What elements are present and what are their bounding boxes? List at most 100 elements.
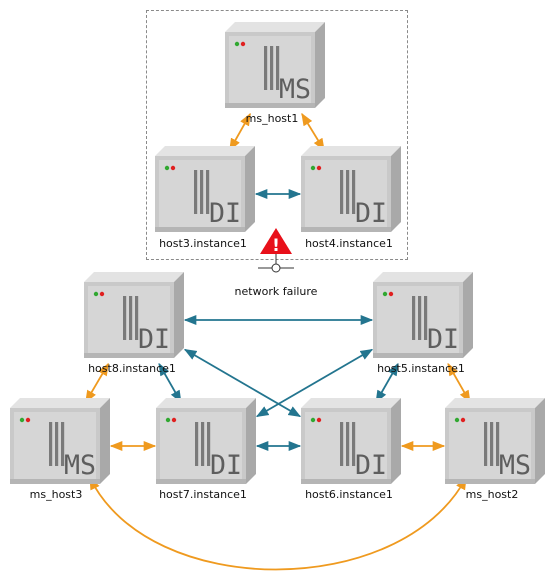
server-label-ms_host2: ms_host2: [465, 488, 519, 501]
drive-slot: [340, 170, 344, 214]
drive-slot: [352, 170, 356, 214]
led-red-icon: [25, 417, 31, 423]
warning-triangle-icon: [260, 228, 292, 254]
server-top: [84, 272, 184, 282]
drive-slot: [195, 422, 199, 466]
led-red-icon: [316, 417, 322, 423]
server-side: [315, 22, 325, 108]
link-host5-host7: [255, 348, 374, 418]
link-ms_host1-host4: [301, 112, 325, 152]
server-badge: MS: [64, 450, 96, 481]
server-badge: DI: [209, 198, 241, 229]
server-label-host6: host6.instance1: [305, 488, 393, 501]
server-label-ms_host1: ms_host1: [245, 112, 299, 125]
server-label-ms_host3: ms_host3: [29, 488, 83, 501]
server-host3: DI: [155, 146, 255, 232]
led-green-icon: [382, 291, 388, 297]
link-host8-host7: [158, 362, 182, 404]
network-failure-label: network failure: [234, 285, 318, 298]
server-side: [391, 146, 401, 232]
server-ms_host3: MS: [10, 398, 110, 484]
server-badge: MS: [499, 450, 531, 481]
server-top: [301, 146, 401, 156]
server-host4: DI: [301, 146, 401, 232]
server-badge: MS: [279, 74, 311, 105]
led-red-icon: [99, 291, 105, 297]
server-side: [100, 398, 110, 484]
server-label-host3: host3.instance1: [159, 237, 247, 250]
link-host5-ms_host2: [447, 362, 471, 404]
drive-slot: [484, 422, 488, 466]
server-badge: DI: [427, 324, 459, 355]
led-red-icon: [316, 165, 322, 171]
drive-slot: [200, 170, 204, 214]
warning-exclamation: !: [272, 236, 280, 256]
drive-slot: [352, 422, 356, 466]
drive-slot: [424, 296, 428, 340]
server-side: [463, 272, 473, 358]
server-badge: DI: [355, 450, 387, 481]
drive-slot: [276, 46, 280, 90]
led-green-icon: [454, 417, 460, 423]
drive-slot: [412, 296, 416, 340]
server-ms_host1: MS: [225, 22, 325, 108]
server-top: [445, 398, 545, 408]
drive-slot: [61, 422, 65, 466]
drive-slot: [135, 296, 139, 340]
drive-slot: [207, 422, 211, 466]
links-layer: [85, 112, 471, 571]
server-side: [535, 398, 545, 484]
drive-slot: [55, 422, 59, 466]
server-badge: DI: [138, 324, 170, 355]
server-host7: DI: [156, 398, 256, 484]
server-ms_host2: MS: [445, 398, 545, 484]
drive-slot: [490, 422, 494, 466]
server-host6: DI: [301, 398, 401, 484]
server-top: [156, 398, 256, 408]
led-red-icon: [170, 165, 176, 171]
drive-slot: [201, 422, 205, 466]
link-host5-host6: [375, 362, 399, 404]
drive-slot: [49, 422, 53, 466]
led-green-icon: [165, 417, 171, 423]
drive-slot: [194, 170, 198, 214]
led-green-icon: [164, 165, 170, 171]
led-green-icon: [310, 417, 316, 423]
drive-slot: [346, 422, 350, 466]
server-badge: DI: [355, 198, 387, 229]
drive-slot: [123, 296, 127, 340]
server-side: [246, 398, 256, 484]
server-top: [10, 398, 110, 408]
server-side: [245, 146, 255, 232]
server-top: [225, 22, 325, 32]
link-ms_host1-host3: [229, 112, 251, 152]
led-green-icon: [310, 165, 316, 171]
server-host5: DI: [373, 272, 473, 358]
drive-slot: [206, 170, 210, 214]
led-green-icon: [93, 291, 99, 297]
drive-slot: [129, 296, 133, 340]
server-side: [174, 272, 184, 358]
server-top: [301, 398, 401, 408]
server-label-host4: host4.instance1: [305, 237, 393, 250]
led-red-icon: [388, 291, 394, 297]
link-host8-ms_host3: [85, 362, 109, 404]
drive-slot: [270, 46, 274, 90]
link-ms_host3-ms_host2: [89, 476, 467, 571]
server-badge: DI: [210, 450, 242, 481]
network-failure-indicator: !: [258, 228, 294, 273]
drive-slot: [340, 422, 344, 466]
led-red-icon: [460, 417, 466, 423]
led-green-icon: [234, 41, 240, 47]
drive-slot: [346, 170, 350, 214]
server-label-host5: host5.instance1: [377, 362, 465, 375]
led-red-icon: [240, 41, 246, 47]
server-label-host8: host8.instance1: [88, 362, 176, 375]
drive-slot: [496, 422, 500, 466]
led-red-icon: [171, 417, 177, 423]
server-top: [155, 146, 255, 156]
drive-slot: [418, 296, 422, 340]
server-label-host7: host7.instance1: [159, 488, 247, 501]
servers-layer: MS DI DI DI DI MS DI DI MS: [10, 22, 545, 484]
